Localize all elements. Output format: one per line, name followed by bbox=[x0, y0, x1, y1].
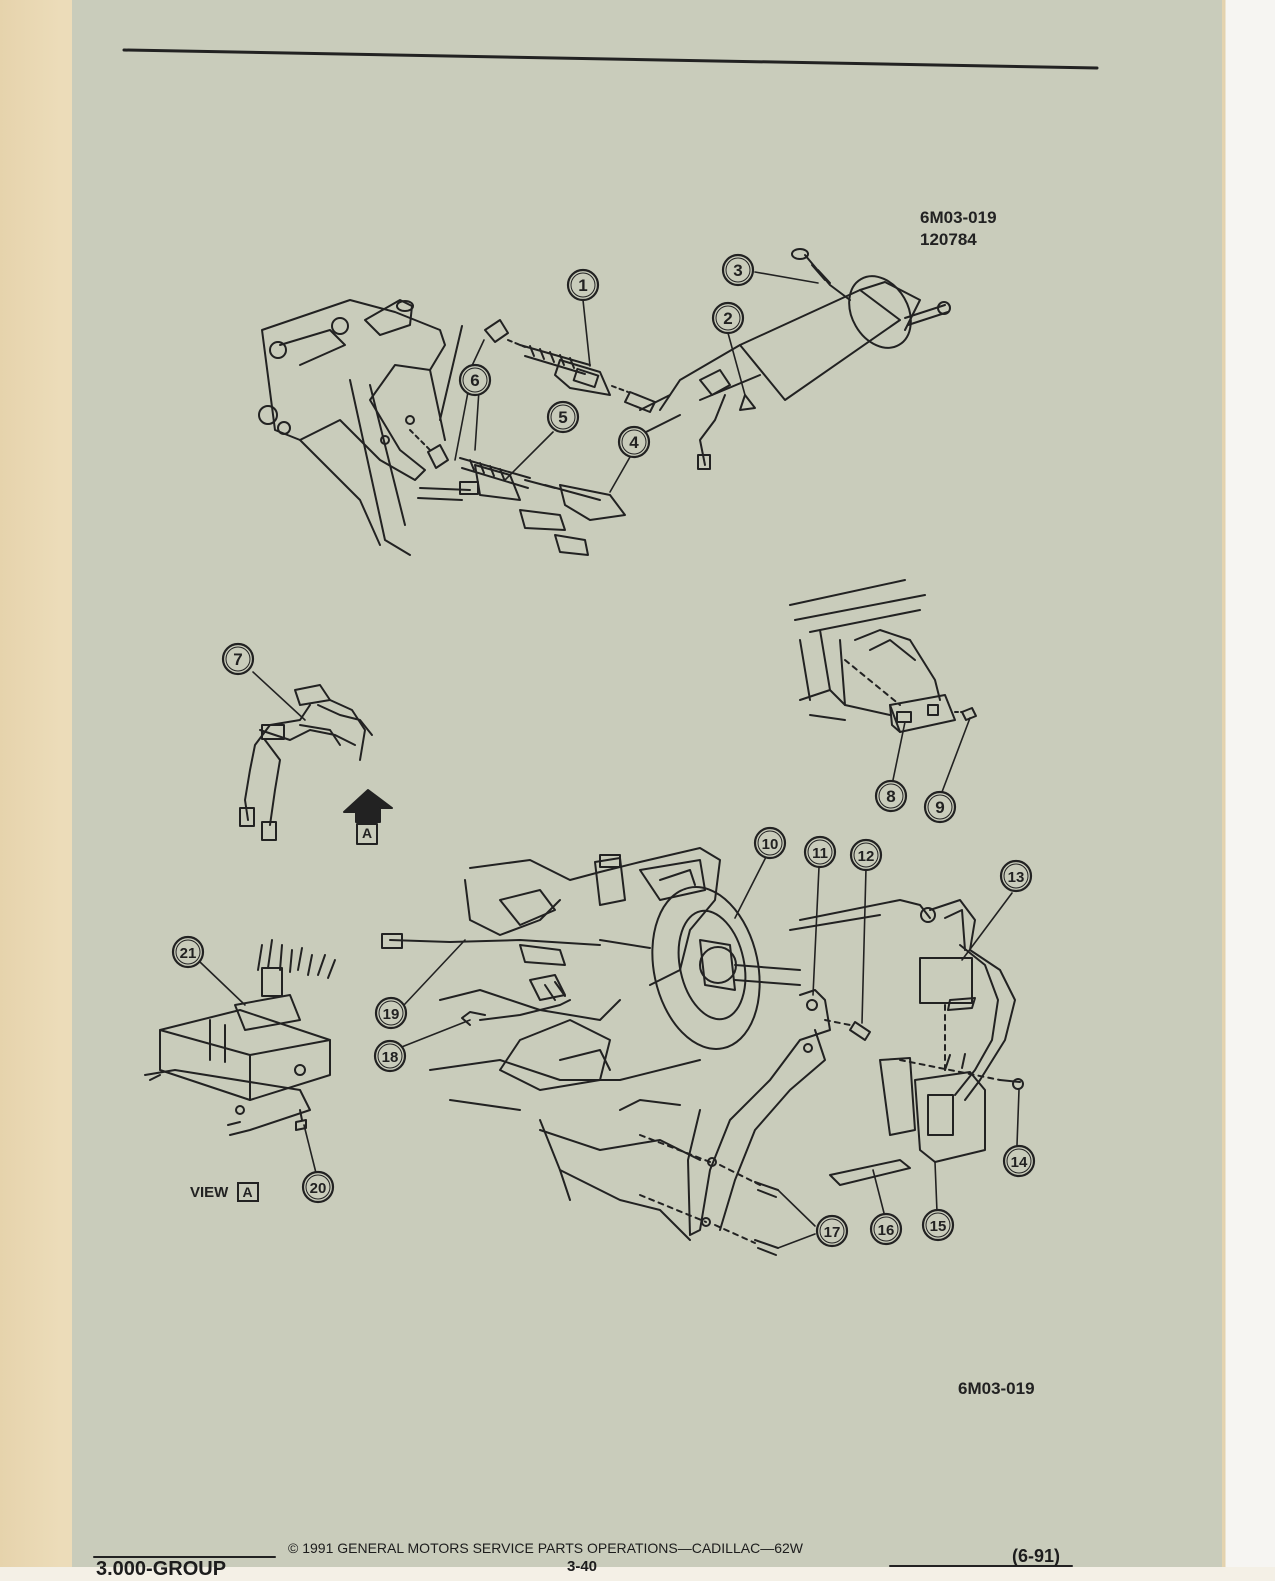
callout-number: 5 bbox=[558, 408, 567, 427]
callout-number: 10 bbox=[762, 836, 779, 853]
callout-number: 2 bbox=[723, 309, 732, 328]
callout-number: 20 bbox=[310, 1180, 327, 1197]
arrow-letter: A bbox=[362, 825, 373, 841]
switch-assembly-lower bbox=[409, 429, 626, 556]
view-letter: A bbox=[236, 1182, 259, 1202]
callout-12: 12 bbox=[849, 838, 883, 872]
callout-13: 13 bbox=[999, 859, 1033, 893]
switch-assembly-upper bbox=[484, 319, 656, 413]
figure-ref-code-bottom: 6M03-019 bbox=[958, 1379, 1035, 1398]
callout-number: 7 bbox=[233, 650, 242, 669]
callout-16: 16 bbox=[869, 1212, 903, 1246]
engine-assembly bbox=[429, 847, 721, 1241]
callout-21: 21 bbox=[171, 935, 205, 969]
callout-number: 16 bbox=[878, 1222, 895, 1239]
leader-lines bbox=[199, 271, 1020, 1249]
callout-20: 20 bbox=[301, 1170, 335, 1204]
callout-18: 18 bbox=[373, 1039, 407, 1073]
callout-number: 17 bbox=[824, 1224, 841, 1241]
callout-5: 5 bbox=[546, 400, 580, 434]
callout-number: 8 bbox=[886, 787, 895, 806]
cable-and-clip bbox=[461, 974, 571, 1026]
callout-3: 3 bbox=[721, 253, 755, 287]
cruise-servo-cylinder bbox=[639, 248, 951, 470]
callout-2: 2 bbox=[711, 301, 745, 335]
callout-number: 4 bbox=[629, 433, 639, 452]
callout-number: 18 bbox=[382, 1049, 399, 1066]
callout-11: 11 bbox=[803, 835, 837, 869]
footer-group: 3.000-GROUP bbox=[96, 1558, 227, 1580]
figure-ref-date: 120784 bbox=[920, 230, 977, 249]
callout-number: 11 bbox=[812, 845, 828, 862]
callout-number: 9 bbox=[935, 798, 944, 817]
callout-number: 19 bbox=[383, 1006, 400, 1023]
callout-number: 3 bbox=[733, 261, 742, 280]
callout-1: 1 bbox=[566, 268, 600, 302]
wiring-harness bbox=[239, 684, 373, 841]
callout-9: 9 bbox=[923, 790, 957, 824]
top-rule bbox=[122, 48, 1099, 70]
footer-copyright: © 1991 GENERAL MOTORS SERVICE PARTS OPER… bbox=[288, 1540, 803, 1556]
callout-8: 8 bbox=[874, 779, 908, 813]
callout-17: 17 bbox=[815, 1214, 849, 1248]
callout-15: 15 bbox=[921, 1208, 955, 1242]
callout-number: 12 bbox=[858, 848, 875, 865]
view-a-arrow bbox=[343, 789, 393, 845]
callout-6: 6 bbox=[458, 363, 492, 397]
diagram-sheet bbox=[72, 0, 1222, 1567]
bracket-and-valve bbox=[639, 989, 1024, 1256]
callout-number: 14 bbox=[1011, 1154, 1028, 1171]
callout-number: 1 bbox=[578, 276, 587, 295]
view-text: VIEW bbox=[190, 1184, 229, 1201]
callout-14: 14 bbox=[1002, 1144, 1036, 1178]
pedal-bracket-assembly bbox=[258, 299, 463, 556]
view-a-module bbox=[144, 939, 336, 1136]
callout-number: 21 bbox=[180, 945, 197, 962]
callout-number: 15 bbox=[930, 1218, 947, 1235]
view-a-label: VIEW A bbox=[190, 1182, 259, 1202]
figure-ref-code: 6M03-019 bbox=[920, 208, 997, 227]
callout-19: 19 bbox=[374, 996, 408, 1030]
callout-10: 10 bbox=[753, 826, 787, 860]
callout-4: 4 bbox=[617, 425, 651, 459]
callout-7: 7 bbox=[221, 642, 255, 676]
callout-number: 6 bbox=[470, 371, 479, 390]
callout-number: 13 bbox=[1008, 869, 1025, 886]
booster-and-hoses bbox=[381, 886, 1016, 1101]
footer-date: (6-91) bbox=[1012, 1546, 1061, 1566]
module-bracket-assembly bbox=[789, 579, 977, 733]
